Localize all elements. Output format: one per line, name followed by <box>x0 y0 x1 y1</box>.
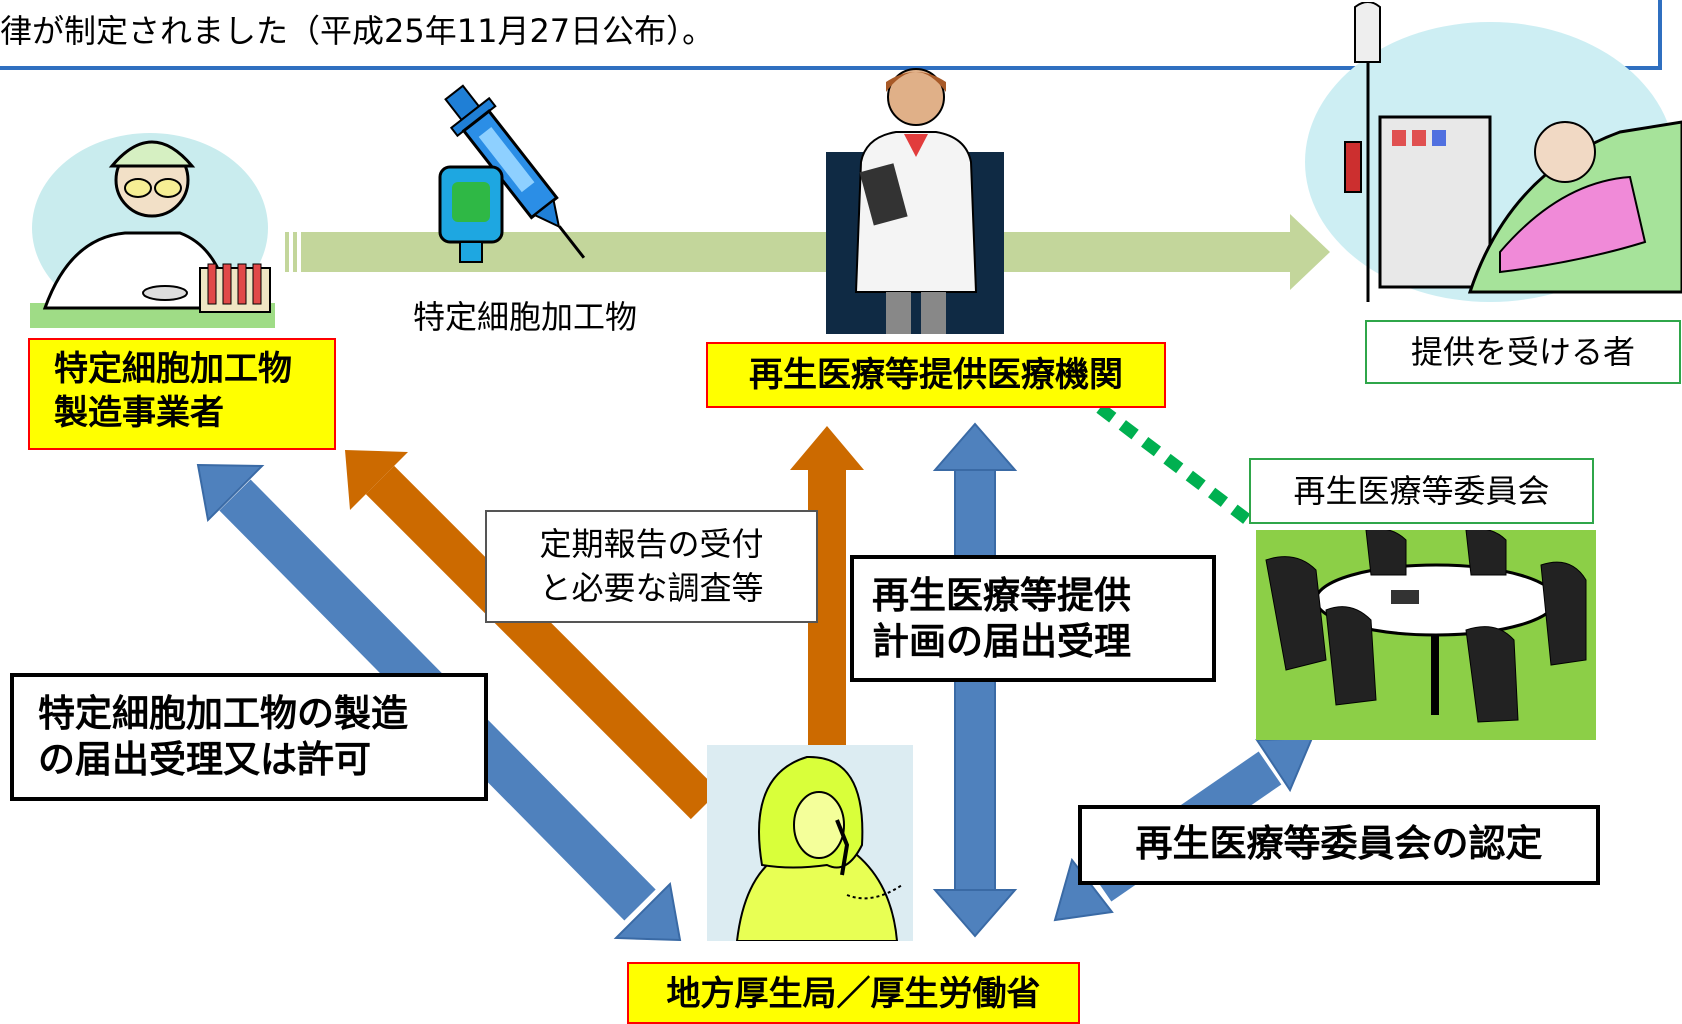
banner <box>0 0 1662 70</box>
medical-institution-node: 再生医療等提供医療機関 <box>706 342 1166 408</box>
report-arrow-to-manufacturer <box>345 450 720 820</box>
banner-text: 律が制定されました（平成25年11月27日公布）。 <box>0 12 715 50</box>
ministry-node: 地方厚生局／厚生労働省 <box>627 962 1080 1024</box>
patient-dialysis-icon <box>1305 2 1682 302</box>
committee-link-dotted <box>1096 403 1252 525</box>
committee-certification-label: 再生医療等委員会の認定 <box>1078 805 1600 885</box>
doctor-icon <box>826 68 1004 334</box>
product-label: 特定細胞加工物 <box>413 298 638 336</box>
scientist-icon <box>30 133 275 328</box>
syringe-icon <box>438 84 586 263</box>
manufacture-license-label: 特定細胞加工物の製造 の届出受理又は許可 <box>10 673 488 801</box>
phone-operator-icon <box>707 745 913 941</box>
committee-node: 再生医療等委員会 <box>1249 458 1594 524</box>
meeting-table-icon <box>1256 530 1596 740</box>
manufacturer-node: 特定細胞加工物 製造事業者 <box>28 338 336 450</box>
recipient-node: 提供を受ける者 <box>1365 320 1681 384</box>
periodic-report-label: 定期報告の受付 と必要な調査等 <box>485 510 818 623</box>
plan-notification-label: 再生医療等提供 計画の届出受理 <box>850 555 1216 682</box>
